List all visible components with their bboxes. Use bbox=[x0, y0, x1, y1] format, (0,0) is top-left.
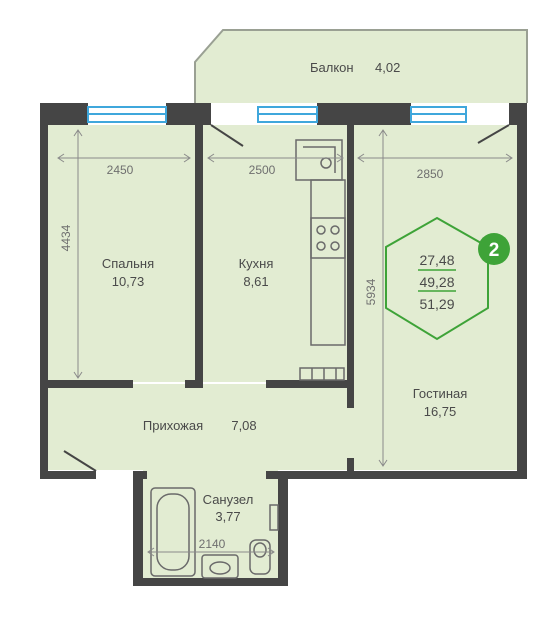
balcony-outline bbox=[194, 29, 528, 103]
washbasin bbox=[201, 554, 239, 579]
bathroom-floor bbox=[143, 470, 278, 580]
kitchen-counter bbox=[310, 179, 346, 346]
dim-living-depth: 5934 bbox=[364, 278, 378, 305]
living-name: Гостиная bbox=[413, 386, 468, 401]
bedroom-name: Спальня bbox=[102, 256, 154, 271]
balcony-name: Балкон bbox=[310, 60, 354, 75]
room-count-badge bbox=[478, 233, 510, 265]
room-count: 2 bbox=[489, 240, 500, 261]
bathroom-name: Санузел bbox=[203, 492, 254, 507]
kitchen-area: 8,61 bbox=[243, 274, 268, 289]
dim-bathroom-width: 2140 bbox=[199, 537, 226, 551]
balcony-floor bbox=[195, 30, 527, 103]
bathroom-fixtures bbox=[150, 487, 279, 579]
area-badge: 27,48 49,28 51,29 2 bbox=[385, 216, 510, 341]
living-floor bbox=[354, 125, 517, 470]
toilet bbox=[249, 539, 271, 575]
bathroom-area: 3,77 bbox=[215, 509, 240, 524]
shelf bbox=[299, 367, 345, 381]
kitchen-name: Кухня bbox=[239, 256, 274, 271]
balcony-area: 4,02 bbox=[375, 60, 400, 75]
bedroom-floor bbox=[48, 125, 198, 382]
doors bbox=[63, 124, 510, 472]
area-total: 49,28 bbox=[419, 274, 454, 290]
towel-rail bbox=[269, 504, 279, 531]
kitchen-floor bbox=[203, 125, 349, 382]
bathtub bbox=[150, 487, 196, 577]
bedroom-area: 10,73 bbox=[112, 274, 145, 289]
dim-bedroom-depth: 4434 bbox=[59, 224, 73, 251]
walls bbox=[40, 103, 527, 586]
dim-kitchen-width: 2500 bbox=[249, 163, 276, 177]
windows bbox=[87, 106, 467, 123]
hallway-area: 7,08 bbox=[231, 418, 256, 433]
dim-living-width: 2850 bbox=[417, 167, 444, 181]
living-area: 16,75 bbox=[424, 404, 457, 419]
area-total-balcony: 51,29 bbox=[419, 296, 454, 312]
kitchen-fixtures bbox=[295, 139, 346, 381]
dim-bedroom-width: 2450 bbox=[107, 163, 134, 177]
hallway-name: Прихожая bbox=[143, 418, 203, 433]
dimension-lines bbox=[57, 129, 513, 557]
hallway-floor bbox=[48, 384, 354, 470]
area-living: 27,48 bbox=[419, 252, 454, 268]
